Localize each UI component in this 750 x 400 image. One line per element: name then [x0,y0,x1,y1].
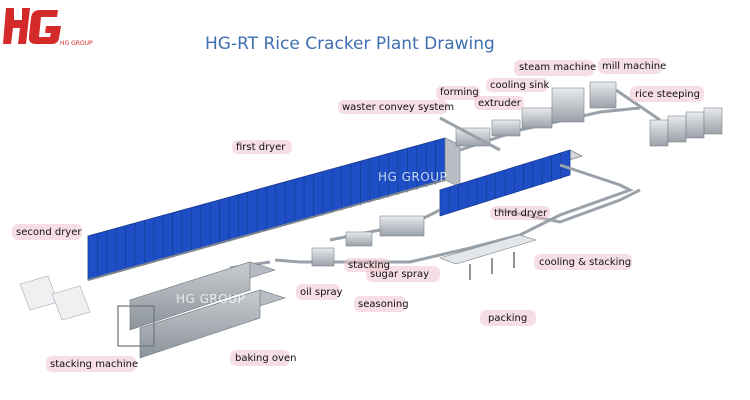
label-packing: packing [488,313,528,324]
watermark-text: HG GROUP [176,292,246,306]
label-mill-machine: mill machine [602,61,667,72]
label-highlight [232,140,292,154]
label-extruder: extruder [478,98,521,109]
label-steam-machine: steam machine [519,62,597,73]
rice-steeping-tanks [649,107,723,147]
label-highlight [436,86,480,100]
label-highlight [534,254,632,270]
oven-upper-body [129,261,251,331]
packing-table [439,234,538,280]
label-highlight [338,100,448,114]
label-third-dryer: third dryer [494,208,548,219]
label-highlight [598,58,662,74]
label-forming: forming [440,87,479,98]
label-seasoning: seasoning [358,299,409,310]
label-waster-convey-system: waster convey system [342,102,455,113]
label-highlight [490,206,550,220]
label-sugar-spray: sugar spray [370,269,430,280]
label-highlight [366,266,440,282]
label-rice-steeping: rice steeping [635,89,700,100]
stacking-machine-frame [117,305,155,347]
logo-h-shape [3,8,30,44]
steam-machine [551,87,585,123]
third-dryer-machine [438,149,584,217]
label-highlight [12,224,82,240]
steeping-tank-3 [685,111,705,139]
steeping-tank-4 [703,107,723,135]
spray-and-stacking-units [311,215,425,267]
processing-equipment [439,81,661,152]
sugar-spray-unit [379,215,425,237]
third-dryer-panel-ribs [448,152,562,214]
watermark-text: HG GROUP [378,170,448,184]
steeping-tank-1 [649,119,669,147]
label-stacking: stacking [348,260,391,271]
label-highlight [514,60,594,76]
label-highlight [474,96,524,110]
first-dryer-rail [87,179,446,281]
label-first-dryer: first dryer [236,142,286,153]
label-baking-oven: baking oven [235,353,297,364]
packing-table-top [439,234,538,265]
seasoning-unit [311,247,335,267]
label-highlight [296,284,340,300]
label-highlight [354,296,406,312]
label-highlight [630,86,704,102]
second-dryer-box-2 [51,285,91,321]
label-highlight [46,356,136,372]
second-dryer-box-1 [19,275,59,311]
label-highlight [230,350,290,366]
steeping-tank-2 [667,115,687,143]
stacking-unit [345,231,373,247]
first-dryer-panel-ribs [97,140,436,278]
mill-feed-pipe [615,88,661,122]
waster-convey-pipe [439,116,501,152]
label-oil-spray: oil spray [300,287,343,298]
label-highlight [486,78,548,92]
mill-machine [589,81,617,109]
first-dryer-machine [86,137,462,281]
second-dryer-machine [19,275,91,321]
extruder-machine [491,119,521,137]
diagram-title: HG-RT Rice Cracker Plant Drawing [205,34,495,54]
baking-oven-machines [117,261,286,359]
cooling-sink-machine [521,107,553,129]
label-cooling-sink: cooling sink [490,80,550,91]
label-second-dryer: second dryer [16,227,82,238]
label-highlight [480,310,536,326]
logo-g-shape [28,10,61,44]
label-cooling-and-stacking: cooling & stacking [539,257,632,268]
label-stacking-machine: stacking machine [50,359,139,370]
oven-lower-body [139,289,261,359]
logo-subtitle: HG GROUP [60,40,93,47]
hg-logo [3,8,61,44]
